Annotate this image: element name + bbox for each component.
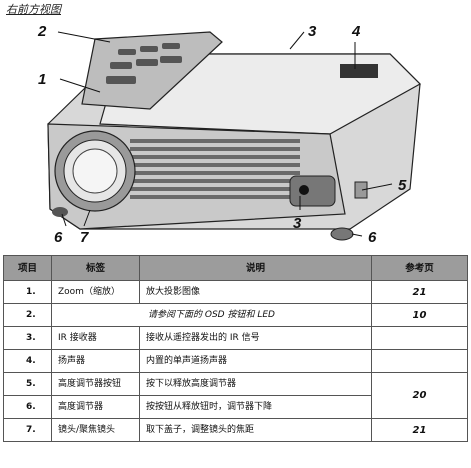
row-reference xyxy=(371,326,468,350)
row-reference: 20 xyxy=(371,372,468,419)
row-number: 3. xyxy=(3,326,52,350)
table-row: 1. Zoom（缩放） 放大投影图像 21 xyxy=(3,280,468,304)
row-label: Zoom（缩放） xyxy=(51,280,140,304)
row-number: 1. xyxy=(3,280,52,304)
row-label: IR 接收器 xyxy=(51,326,140,350)
table-row: 2. 请参阅下面的 OSD 按钮和 LED 10 xyxy=(3,303,468,327)
row-reference: 21 xyxy=(371,280,468,304)
speaker-grill xyxy=(340,64,378,78)
callout-2: 2 xyxy=(37,23,47,40)
row-label: 高度调节器 xyxy=(51,395,140,419)
callout-5: 5 xyxy=(398,177,407,194)
header-label: 标签 xyxy=(51,255,140,281)
parts-table: 项目 标签 说明 参考页 1. Zoom（缩放） 放大投影图像 21 2. 请参… xyxy=(3,255,468,442)
row-reference: 21 xyxy=(371,418,468,442)
callout-3-bottom: 3 xyxy=(293,215,302,232)
table-row: 5. 高度调节器按钮 按下以释放高度调节器 20 xyxy=(3,372,468,419)
table-row: 4. 扬声器 内置的单声道扬声器 xyxy=(3,349,468,373)
row-merged-note: 请参阅下面的 OSD 按钮和 LED xyxy=(51,303,372,327)
row-description: 取下盖子，调整镜头的焦距 xyxy=(139,418,372,442)
figure-caption: 右前方视图 xyxy=(6,3,61,16)
header-description: 说明 xyxy=(139,255,372,281)
row-number: 5. xyxy=(3,372,52,396)
row-description: 接收从遥控器发出的 IR 信号 xyxy=(139,326,372,350)
row-number: 4. xyxy=(3,349,52,373)
table-header-row: 项目 标签 说明 参考页 xyxy=(3,255,468,281)
callout-7: 7 xyxy=(80,229,89,246)
table-row: 3. IR 接收器 接收从遥控器发出的 IR 信号 xyxy=(3,326,468,350)
row-label: 扬声器 xyxy=(51,349,140,373)
row-reference: 10 xyxy=(371,303,468,327)
row-number: 6. xyxy=(3,395,52,419)
row-description: 放大投影图像 xyxy=(139,280,372,304)
projector-illustration: 1 2 3 3 4 5 6 6 7 xyxy=(37,23,421,246)
row-description: 按下以释放高度调节器 xyxy=(139,372,372,396)
table-row: 6. 高度调节器 按按钮从释放钮时，调节器下降 xyxy=(3,395,468,419)
row-description: 内置的单声道扬声器 xyxy=(139,349,372,373)
callout-4: 4 xyxy=(351,23,361,40)
lens xyxy=(54,130,136,212)
callout-3-top: 3 xyxy=(308,23,317,40)
callout-6-left: 6 xyxy=(54,229,63,246)
row-label: 镜头/聚焦镜头 xyxy=(51,418,140,442)
row-label: 高度调节器按钮 xyxy=(51,372,140,396)
header-reference-page: 参考页 xyxy=(371,255,468,281)
row-reference xyxy=(371,349,468,373)
callout-6-right: 6 xyxy=(368,229,377,246)
header-item: 项目 xyxy=(3,255,52,281)
row-number: 2. xyxy=(3,303,52,327)
callout-1: 1 xyxy=(38,71,46,88)
row-description: 按按钮从释放钮时，调节器下降 xyxy=(139,395,372,419)
table-row: 7. 镜头/聚焦镜头 取下盖子，调整镜头的焦距 21 xyxy=(3,418,468,442)
row-number: 7. xyxy=(3,418,52,442)
